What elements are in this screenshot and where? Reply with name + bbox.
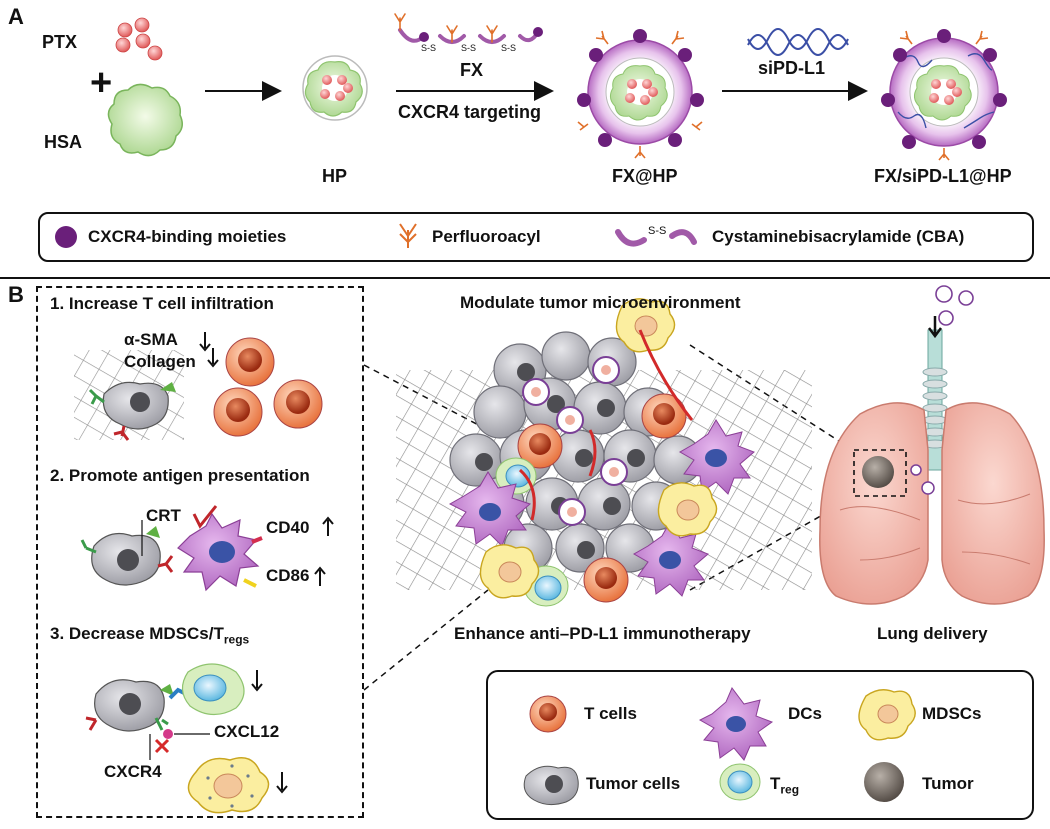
hsa-protein: [107, 83, 183, 157]
fx-cxcr4-moiety: [419, 32, 429, 42]
ss-bond-label-2: S-S: [461, 43, 477, 53]
legend-ss-label: S-S: [648, 225, 667, 237]
cxcl12-label: CXCL12: [214, 722, 280, 741]
legend-tumor: Tumor: [922, 774, 974, 793]
fx-hp-label: FX@HP: [612, 166, 678, 186]
ss-bond-label-1: S-S: [421, 43, 437, 53]
legend-perfluoro-label: Perfluoroacyl: [432, 227, 541, 246]
hp-nanoparticle: [302, 55, 368, 121]
cxcr4-label: CXCR4: [104, 762, 162, 781]
legend-cxcr4-label: CXCR4-binding moieties: [88, 227, 287, 246]
blood-vessels: [518, 329, 694, 521]
sipdl1-label: siPD-L1: [758, 58, 826, 78]
final-nanoparticle: [881, 29, 1007, 161]
step3-artwork: [85, 663, 270, 814]
lung-tumor-highlight: [853, 449, 907, 497]
step1-artwork: [74, 337, 323, 441]
legend-tumor-cells: Tumor cells: [586, 774, 681, 793]
fx-label: FX: [460, 60, 484, 80]
fx-cxcr4-moiety: [533, 27, 543, 37]
ptx-label: PTX: [42, 32, 78, 52]
lungs: [819, 329, 1045, 605]
modulate-title: Modulate tumor microenvironment: [460, 293, 741, 312]
panel-separator: [0, 277, 1050, 279]
sirna-helix: [747, 28, 849, 56]
hsa-label: HSA: [44, 132, 83, 152]
panel-a-letter: A: [8, 4, 24, 29]
panel-b-letter: B: [8, 282, 24, 307]
cd40-label: CD40: [266, 518, 310, 537]
asma-label: α-SMA: [124, 330, 178, 349]
cxcr4-targeting-label: CXCR4 targeting: [398, 102, 542, 122]
step1-title: 1. Increase T cell infiltration: [50, 294, 274, 313]
legend-tcells: T cells: [584, 704, 637, 723]
legend-perfluoro-icon: [399, 223, 417, 248]
crt-label: CRT: [146, 506, 181, 525]
inhaled-nanoparticles: [935, 285, 974, 326]
legend-treg: Treg: [770, 774, 800, 797]
legend-b-icons: [523, 687, 916, 806]
legend-cba-icon: [615, 229, 697, 247]
cell-legend: [486, 670, 1034, 820]
collagen-label: Collagen: [124, 352, 196, 371]
step3-title: 3. Decrease MDSCs/Tregs: [50, 624, 250, 647]
ptx-spheres: [115, 17, 163, 61]
fx-polymer-chain: [394, 13, 540, 44]
legend-mdscs: MDSCs: [922, 704, 982, 723]
inhalation-arrow: [928, 316, 942, 339]
ss-bond-label-3: S-S: [501, 43, 517, 53]
mechanism-box: [36, 286, 364, 818]
plus-sign: +: [90, 62, 113, 104]
cd86-label: CD86: [266, 566, 310, 585]
lung-delivery-title: Lung delivery: [877, 624, 988, 643]
legend-dcs: DCs: [788, 704, 823, 723]
change-arrows: [199, 332, 334, 794]
final-product-label: FX/siPD-L1@HP: [874, 166, 1012, 186]
legend-cba-label: Cystaminebisacrylamide (CBA): [712, 227, 965, 246]
enhance-title: Enhance anti–PD-L1 immunotherapy: [454, 624, 751, 643]
tumor-nanoparticle-cores: [531, 365, 619, 517]
panel-a-legend: [38, 212, 1034, 262]
legend-cxcr4-dot: [55, 226, 77, 248]
hp-label: HP: [322, 166, 348, 186]
step2-artwork: [80, 505, 263, 592]
step2-title: 2. Promote antigen presentation: [50, 466, 310, 485]
fx-hp-nanoparticle: [577, 29, 704, 159]
